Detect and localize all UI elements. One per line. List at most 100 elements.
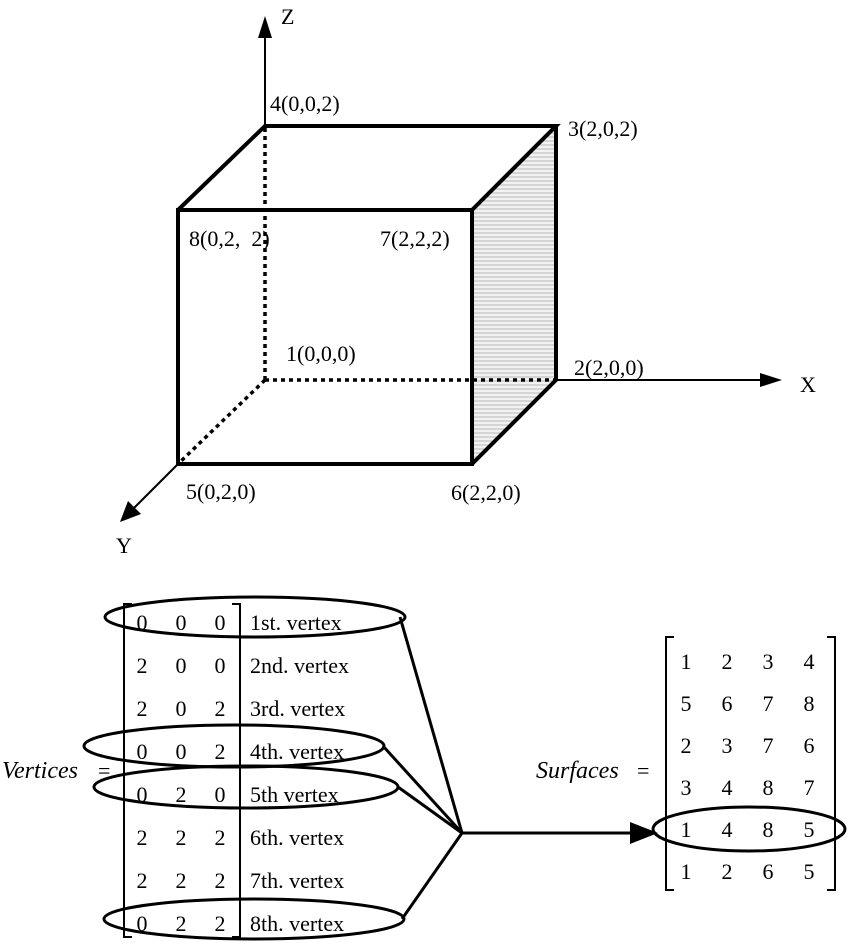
vertex-label-6: 6(2,2,0) [451,480,521,505]
vertex-value: 2 [215,825,226,850]
surface-value: 1 [681,859,692,884]
cube-front-face [176,208,474,466]
surface-value: 6 [763,859,774,884]
surface-value: 8 [804,691,815,716]
vertex-value: 2 [176,911,187,936]
vertex-labels: 1(0,0,0) 2(2,0,0) 3(2,0,2) 4(0,0,2) 5(0,… [186,91,644,505]
surfaces-matrix: Surfaces = 1 2 3 4 5 6 7 8 2 3 7 6 3 4 8 7 1 4 8 5 1 2 6 5 [536,636,847,891]
vertex-value: 2 [137,653,148,678]
cube-top-face [176,124,561,212]
vertex-label-2: 2(2,0,0) [574,355,644,380]
vertex-value: 0 [176,610,187,635]
vertex-value: 2 [215,739,226,764]
cube-right-face [472,126,556,464]
vertex-value: 2 [176,825,187,850]
vertex-value: 2 [215,696,226,721]
axes: Z X Y [116,4,816,558]
y-axis-line [133,463,179,509]
vertices-equals: = [98,758,110,783]
vertex-name: 4th. vertex [250,739,344,764]
vertex-value: 2 [215,868,226,893]
surface-value: 6 [722,691,733,716]
vertex-label-1: 1(0,0,0) [286,341,356,366]
surface-value: 3 [763,649,774,674]
surface-value: 3 [681,775,692,800]
vertex-value: 0 [176,653,187,678]
vertex-value: 0 [215,610,226,635]
connector-row-1 [398,616,464,834]
vertex-value: 0 [215,653,226,678]
surfaces-label: Surfaces [536,758,619,784]
surface-value: 2 [681,733,692,758]
z-axis-label: Z [281,4,294,29]
vertex-label-7: 7(2,2,2) [380,226,450,251]
vertex-value: 2 [137,696,148,721]
vertex-label-5: 5(0,2,0) [186,479,256,504]
vertex-value: 2 [176,782,187,807]
y-axis-label: Y [116,533,132,558]
connector-row-5 [397,785,463,835]
vertex-highlight-ellipse [102,897,406,941]
connector-arrow-head [630,822,658,844]
surfaces-equals: = [637,758,649,783]
y-axis-arrow [120,501,141,522]
vertices-left-bracket [123,603,132,938]
z-axis-arrow [258,16,272,38]
surface-value: 1 [681,649,692,674]
surface-value: 6 [804,733,815,758]
vertex-label-8: 8(0,2, 2) [189,226,270,251]
surface-value: 4 [722,775,733,800]
surface-value: 8 [763,775,774,800]
surface-value: 3 [722,733,733,758]
surface-value: 2 [722,859,733,884]
vertex-value: 0 [137,911,148,936]
surface-value: 7 [763,691,774,716]
vertices-right-bracket [232,603,241,938]
vertex-value: 0 [215,782,226,807]
vertex-name: 8th. vertex [250,911,344,936]
connector-row-4 [381,744,464,835]
x-axis-arrow [760,373,782,387]
vertices-rows: 0 0 0 1st. vertex 2 0 0 2nd. vertex 2 0 2 3rd. vert… [82,595,407,941]
vertex-value: 0 [137,610,148,635]
connectors [381,616,658,920]
surfaces-right-bracket [827,636,836,891]
vertex-label-3: 3(2,0,2) [568,116,638,141]
x-axis-label: X [800,372,816,397]
vertex-value: 2 [215,911,226,936]
surface-value: 7 [763,733,774,758]
vertex-value: 0 [137,782,148,807]
surface-highlight-ellipse [651,805,847,853]
vertex-name: 5th vertex [250,782,339,807]
vertices-label: Vertices [2,758,78,784]
connector-row-8 [400,832,464,920]
surfaces-rows: 1 2 3 4 5 6 7 8 2 3 7 6 3 4 8 7 1 4 8 5 1 2 6 5 [651,649,847,884]
vertex-name: 6th. vertex [250,825,344,850]
surface-value: 8 [763,817,774,842]
vertex-name: 1st. vertex [250,610,342,635]
surface-value: 4 [722,817,733,842]
vertex-highlight-ellipse [103,595,407,639]
surface-value: 5 [804,859,815,884]
surface-value: 7 [804,775,815,800]
surface-value: 4 [804,649,815,674]
vertex-value: 0 [137,739,148,764]
cube [176,124,561,466]
vertex-value: 2 [137,825,148,850]
vertex-value: 2 [137,868,148,893]
surface-value: 5 [804,817,815,842]
vertices-matrix: Vertices = 0 0 0 1st. vertex 2 0 0 2nd. vertex 2… [2,595,407,941]
vertex-value: 2 [176,868,187,893]
vertex-value: 0 [176,696,187,721]
vertex-name: 2nd. vertex [250,653,349,678]
hidden-edge-1-5 [176,378,267,466]
surfaces-left-bracket [665,636,674,891]
surface-value: 1 [681,817,692,842]
vertex-value: 0 [176,739,187,764]
surface-value: 2 [722,649,733,674]
surface-value: 5 [681,691,692,716]
vertex-label-4: 4(0,0,2) [270,91,340,116]
vertex-name: 7th. vertex [250,868,344,893]
vertex-name: 3rd. vertex [250,696,345,721]
